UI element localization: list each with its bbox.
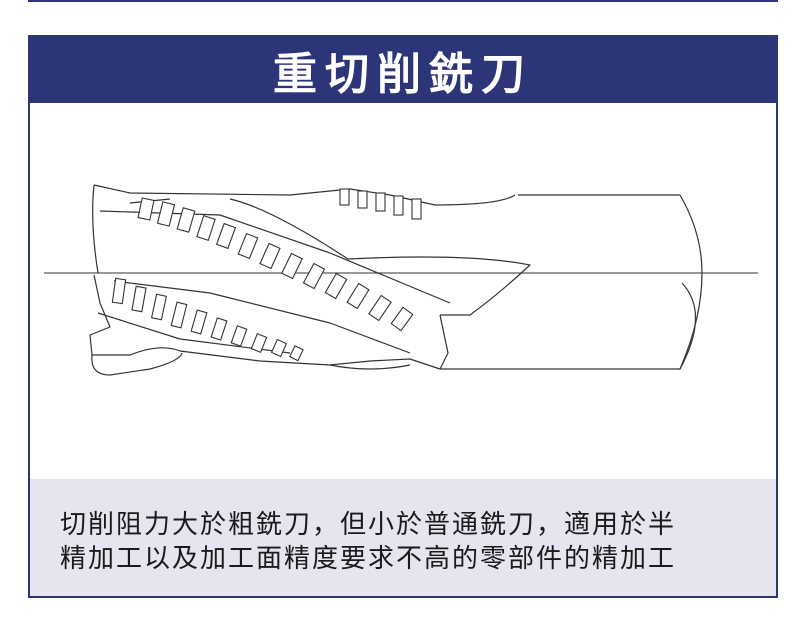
tooth: [137, 197, 155, 221]
top-rule: [28, 0, 778, 2]
shank-outline: [440, 194, 703, 370]
shank-end-arc: [679, 282, 697, 370]
tooth: [111, 277, 127, 305]
tooth: [357, 190, 368, 209]
lower-lip: [91, 352, 183, 376]
tooth: [339, 188, 350, 206]
flute-transition: [347, 256, 531, 316]
tooth: [302, 262, 326, 290]
lower-body-outline: [89, 334, 441, 370]
tooth: [289, 345, 304, 362]
tooth: [390, 306, 414, 332]
content-card: 重切削銑刀: [28, 35, 778, 598]
tooth: [170, 301, 188, 329]
flute-edge-middle: [113, 280, 411, 354]
title-bar: 重切削銑刀: [30, 37, 776, 103]
tooth: [196, 214, 216, 242]
tooth: [156, 201, 176, 227]
caption-line-2: 精加工以及加工面精度要求不高的零部件的精加工: [60, 544, 677, 574]
tooth: [215, 222, 237, 250]
cutter-diagram: [30, 103, 776, 479]
tooth: [176, 207, 196, 233]
tooth: [368, 294, 392, 322]
tooth: [259, 242, 281, 270]
tooth: [375, 192, 386, 212]
tooth: [281, 252, 303, 280]
caption-area: 切削阻力大於粗銑刀，但小於普通銑刀，適用於半 精加工以及加工面精度要求不高的零部…: [30, 479, 776, 596]
tooth: [324, 272, 348, 300]
caption-line-1: 切削阻力大於粗銑刀，但小於普通銑刀，適用於半: [60, 510, 677, 540]
tooth: [393, 195, 404, 216]
tooth: [190, 309, 208, 335]
tooth: [210, 317, 228, 341]
tooth: [270, 338, 288, 358]
tooth: [346, 282, 370, 310]
tooth: [131, 285, 147, 313]
tooth: [230, 325, 248, 347]
tooth: [250, 332, 268, 354]
shank-neck: [434, 194, 516, 206]
tooth: [237, 232, 259, 260]
tooth: [411, 198, 422, 220]
tooth: [150, 293, 168, 321]
page-title: 重切削銑刀: [273, 49, 533, 100]
